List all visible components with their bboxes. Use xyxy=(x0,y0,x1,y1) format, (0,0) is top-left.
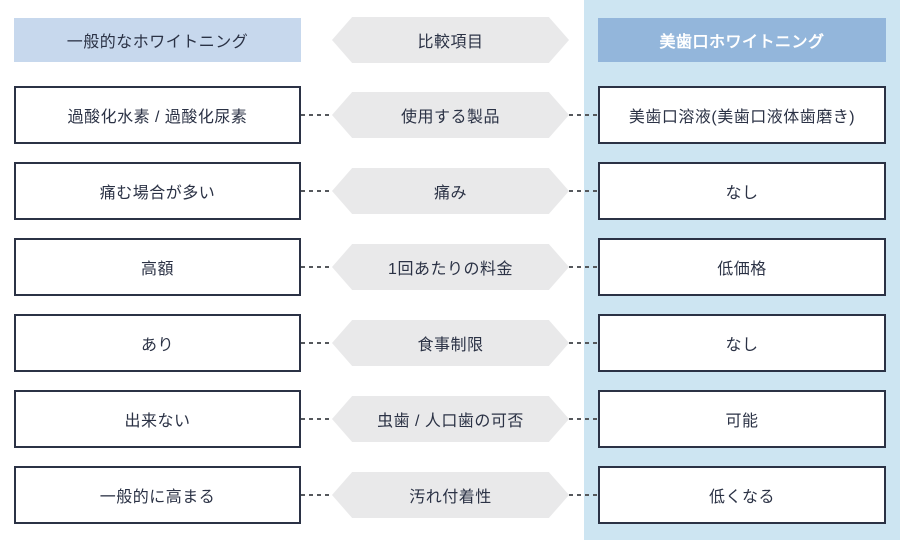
dotted-connector-left xyxy=(301,494,332,496)
dotted-connector-left xyxy=(301,190,332,192)
dotted-connector-right xyxy=(569,266,598,268)
general-value-box: あり xyxy=(14,314,301,372)
comparison-item-label: 虫歯 / 人口歯の可否 xyxy=(332,396,569,442)
dotted-connector-right xyxy=(569,418,598,420)
comparison-item-label: 痛み xyxy=(332,168,569,214)
comparison-item-label: 汚れ付着性 xyxy=(332,472,569,518)
dotted-connector-left xyxy=(301,266,332,268)
comparison-row-pain: 痛む場合が多い 痛み なし xyxy=(0,162,900,220)
comparison-row-price: 高額 1回あたりの料金 低価格 xyxy=(0,238,900,296)
general-value-box: 痛む場合が多い xyxy=(14,162,301,220)
comparison-row-cavity-artificial-teeth: 出来ない 虫歯 / 人口歯の可否 可能 xyxy=(0,390,900,448)
comparison-item-label: 食事制限 xyxy=(332,320,569,366)
general-value-box: 一般的に高まる xyxy=(14,466,301,524)
general-value-box: 出来ない xyxy=(14,390,301,448)
bishiko-value-box: 可能 xyxy=(598,390,886,448)
dotted-connector-left xyxy=(301,114,332,116)
bishiko-value-box: なし xyxy=(598,162,886,220)
column-header-comparison-items: 比較項目 xyxy=(332,17,569,63)
dotted-connector-right xyxy=(569,494,598,496)
column-header-general-whitening: 一般的なホワイトニング xyxy=(14,18,301,62)
bishiko-value-box: なし xyxy=(598,314,886,372)
bishiko-value-box: 美歯口溶液(美歯口液体歯磨き) xyxy=(598,86,886,144)
column-header-bishiko-whitening: 美歯口ホワイトニング xyxy=(598,18,886,62)
bishiko-value-box: 低価格 xyxy=(598,238,886,296)
comparison-row-product: 過酸化水素 / 過酸化尿素 使用する製品 美歯口溶液(美歯口液体歯磨き) xyxy=(0,86,900,144)
dotted-connector-left xyxy=(301,418,332,420)
comparison-item-label: 1回あたりの料金 xyxy=(332,244,569,290)
general-value-box: 過酸化水素 / 過酸化尿素 xyxy=(14,86,301,144)
comparison-row-diet-restriction: あり 食事制限 なし xyxy=(0,314,900,372)
dotted-connector-right xyxy=(569,190,598,192)
bishiko-value-box: 低くなる xyxy=(598,466,886,524)
dotted-connector-left xyxy=(301,342,332,344)
dotted-connector-right xyxy=(569,342,598,344)
comparison-item-label: 使用する製品 xyxy=(332,92,569,138)
general-value-box: 高額 xyxy=(14,238,301,296)
comparison-row-stain-adhesion: 一般的に高まる 汚れ付着性 低くなる xyxy=(0,466,900,524)
dotted-connector-right xyxy=(569,114,598,116)
